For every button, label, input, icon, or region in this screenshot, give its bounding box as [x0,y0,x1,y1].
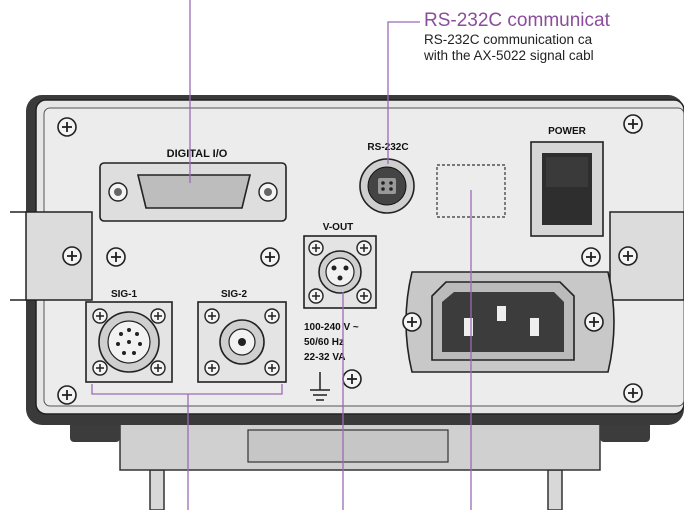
panel-screw-icon [623,383,643,403]
digital-io-label: DIGITAL I/O [167,148,228,160]
sig1-port: SIG-1 [85,289,173,383]
vout-port: V-OUT [303,222,377,309]
rs232c-port: RS-232C [359,142,415,214]
side-bracket-right [609,211,684,301]
sig1-label: SIG-1 [111,289,138,300]
panel-screw-icon [57,385,77,405]
leader-lines [91,0,472,510]
digital-io-port: DIGITAL I/O [99,148,287,222]
callout-text-line1: RS-232C communication ca [424,32,593,47]
sig2-label: SIG-2 [221,289,248,300]
bracket-screw-icon [618,246,638,266]
rs232c-callout: RS-232C communicat RS-232C communication… [424,10,684,64]
ac-power-inlet [402,271,615,373]
side-bracket-left [0,211,93,301]
power-rating: 22-32 VA [304,352,346,363]
power-label: POWER [548,126,587,137]
power-switch: POWER [530,126,604,237]
panel-screw-icon [260,247,280,267]
bracket-screw-icon [62,246,82,266]
vout-label: V-OUT [323,222,354,233]
panel-screw-icon [581,247,601,267]
ground-symbol-icon [310,372,330,401]
panel-screw-icon [623,114,643,134]
voltage-rating: 100-240 V ~ [304,322,359,333]
panel-screw-icon [106,247,126,267]
ground-screw-icon [342,369,362,389]
sig2-port: SIG-2 [197,289,287,383]
panel-screw-icon [57,117,77,137]
callout-text-line2: with the AX-5022 signal cabl [424,48,594,63]
frequency-rating: 50/60 Hz [304,337,344,348]
callout-title: RS-232C communicat [424,10,610,31]
